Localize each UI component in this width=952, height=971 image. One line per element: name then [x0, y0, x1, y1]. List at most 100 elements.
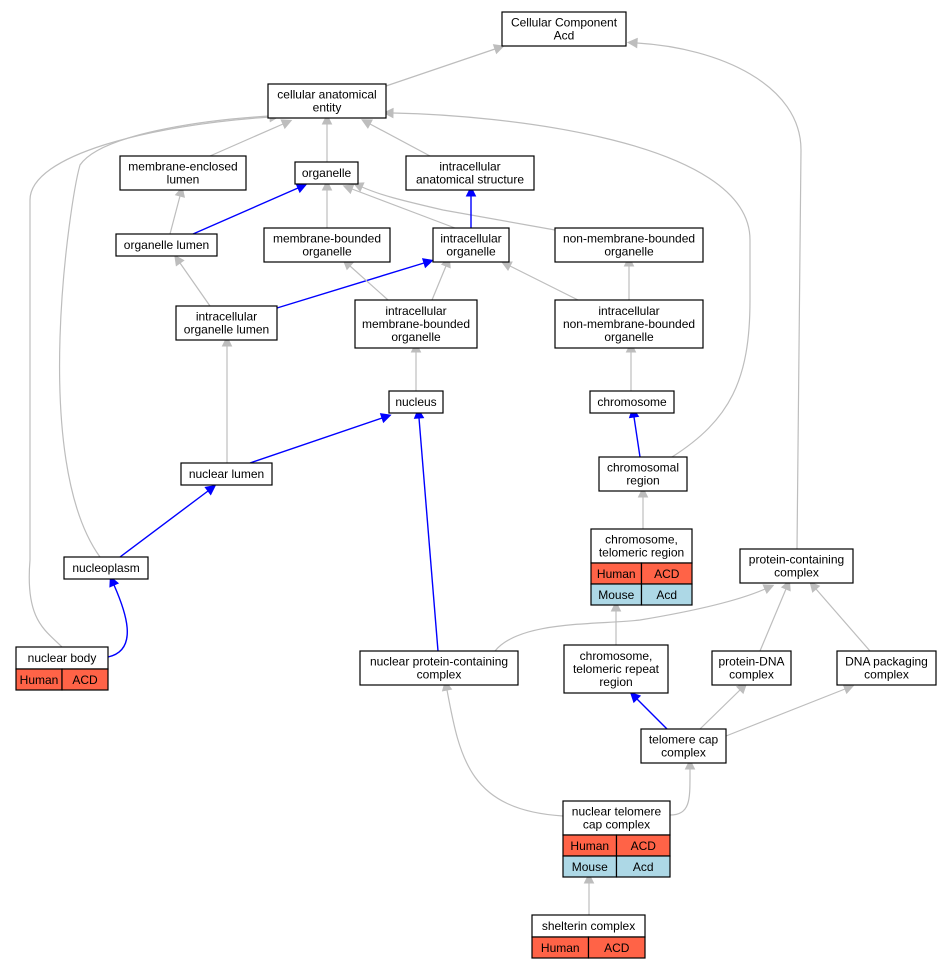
edge-line	[369, 123, 431, 157]
edge-chrom-to-inmbo	[625, 341, 637, 391]
node-box	[294, 161, 359, 185]
node-label-line: nucleus	[395, 395, 436, 409]
arrowhead-icon	[626, 37, 638, 49]
arrowhead-icon	[221, 335, 233, 347]
gene-label: Acd	[656, 588, 677, 602]
edge-npcc-to-pcc	[494, 584, 775, 652]
node-nucleo[interactable]: nucleoplasm	[63, 556, 149, 580]
species-label: Mouse	[572, 860, 608, 874]
edge-io-to-ias	[465, 185, 477, 228]
node-label-line: complex	[864, 668, 909, 682]
gene-label: ACD	[654, 567, 680, 581]
node-label-line: Acd	[554, 29, 575, 43]
node-label-line: membrane-bounded	[273, 232, 381, 246]
edge-imbo-to-io	[431, 256, 451, 301]
edge-line	[276, 262, 425, 309]
edge-nmbo-to-org	[352, 182, 556, 231]
edge-line	[509, 265, 579, 301]
node-label-line: membrane-enclosed	[128, 160, 237, 174]
edge-line	[58, 115, 271, 558]
arrowhead-icon	[321, 179, 333, 191]
node-inmbo[interactable]: intracellularnon-membrane-boundedorganel…	[554, 299, 704, 349]
edge-line	[759, 588, 787, 652]
node-label-line: nuclear telomere	[572, 805, 662, 819]
node-label-line: nuclear body	[28, 651, 97, 665]
node-label-line: non-membrane-bounded	[563, 317, 695, 331]
species-label: Human	[541, 941, 580, 955]
node-orglum[interactable]: organelle lumen	[115, 233, 218, 257]
edge-line	[119, 490, 209, 558]
arrowhead-icon	[174, 254, 185, 267]
node-label-line: nuclear protein-containing	[370, 655, 508, 669]
node-nuclum[interactable]: nuclear lumen	[180, 462, 273, 486]
edge-line	[107, 584, 128, 658]
node-box	[739, 548, 854, 584]
gene-label: ACD	[604, 941, 630, 955]
node-label-line: organelle	[391, 330, 441, 344]
node-label-line: protein-containing	[749, 553, 844, 567]
species-label: Mouse	[598, 588, 634, 602]
edge-line	[179, 262, 211, 307]
node-nucleus[interactable]: nucleus	[388, 390, 444, 414]
node-box	[359, 650, 519, 686]
edge-line	[669, 769, 691, 816]
node-box	[263, 227, 391, 263]
node-label-line: complex	[417, 668, 462, 682]
arrowhead-icon	[379, 413, 392, 424]
gene-cell	[587, 936, 646, 959]
gene-label: ACD	[631, 839, 657, 853]
gene-cell	[61, 668, 109, 691]
arrowhead-icon	[465, 185, 477, 197]
node-box	[354, 299, 478, 349]
node-label-line: cellular anatomical	[277, 88, 376, 102]
edge-line	[699, 689, 741, 730]
node-label-line: nuclear lumen	[189, 467, 264, 481]
node-box	[388, 390, 444, 414]
node-label-line: chromosome	[597, 395, 667, 409]
node-label-line: telomeric region	[599, 546, 684, 560]
edge-pdna-to-pcc	[759, 579, 791, 652]
node-box	[554, 299, 704, 349]
species-label: Human	[570, 839, 609, 853]
arrowhead-icon	[629, 691, 642, 704]
edge-line	[28, 116, 271, 648]
node-chrom[interactable]: chromosome	[589, 390, 675, 414]
edge-cae-to-cc	[385, 44, 505, 87]
arrowhead-icon	[321, 113, 333, 125]
edge-nuclum-to-nucleus	[249, 413, 392, 464]
arrowhead-icon	[421, 258, 434, 269]
gene-cell	[615, 855, 671, 878]
node-box	[836, 650, 937, 686]
arrowhead-icon	[352, 182, 365, 193]
species-label: Human	[597, 567, 636, 581]
arrowhead-icon	[610, 600, 622, 612]
node-label-line: intracellular	[440, 232, 501, 246]
edge-pcc-to-cc	[626, 37, 802, 550]
node-org[interactable]: organelle	[294, 161, 359, 185]
edge-nucleo-to-nuclum	[119, 484, 217, 558]
node-label-line: organelle	[302, 245, 352, 259]
node-box	[501, 11, 627, 47]
gene-label: ACD	[72, 673, 98, 687]
